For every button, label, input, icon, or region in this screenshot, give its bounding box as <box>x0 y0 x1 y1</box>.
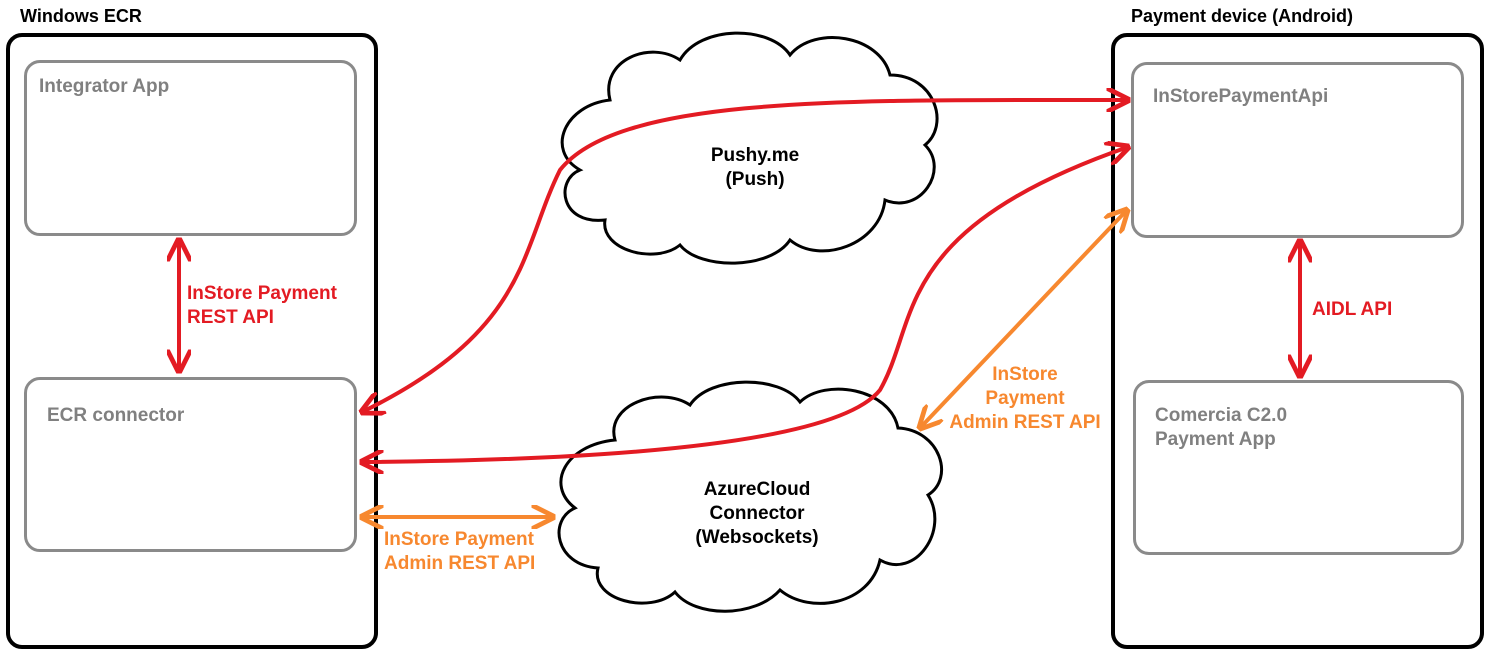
admin-right-line2: Payment <box>985 388 1065 409</box>
admin-right-line3: Admin REST API <box>949 412 1101 433</box>
ecr-connector-box <box>24 377 357 552</box>
rest-label-line2: REST API <box>187 307 274 328</box>
instore-payment-api-label: InStorePaymentApi <box>1153 86 1329 107</box>
payment-device-title: Payment device (Android) <box>1131 6 1354 26</box>
comercia-payment-app-label: Comercia C2.0 Payment App <box>1155 404 1287 452</box>
instore-rest-api-label: InStore Payment REST API <box>187 282 337 330</box>
admin-right-line1: InStore <box>992 364 1058 385</box>
pushy-label-line2: (Push) <box>725 169 785 190</box>
azure-label-line2: Connector <box>709 503 805 524</box>
aidl-api-label: AIDL API <box>1312 299 1393 320</box>
integrator-app-label: Integrator App <box>39 76 170 97</box>
admin-bottom-line2: Admin REST API <box>384 553 536 574</box>
admin-rest-api-right-label: InStore Payment Admin REST API <box>940 363 1110 435</box>
ecr-connector-label: ECR connector <box>47 405 185 426</box>
azure-label-line3: (Websockets) <box>695 527 819 548</box>
azure-instore-admin-arrow <box>920 210 1127 428</box>
comercia-label-line2: Payment App <box>1155 429 1276 450</box>
pushy-label: Pushy.me (Push) <box>690 144 820 192</box>
azurecloud-label: AzureCloud Connector (Websockets) <box>672 478 842 550</box>
windows-ecr-title: Windows ECR <box>20 6 142 26</box>
admin-rest-api-bottom-label: InStore Payment Admin REST API <box>384 528 535 576</box>
admin-bottom-line1: InStore Payment <box>384 529 534 550</box>
comercia-payment-app-box <box>1133 380 1464 555</box>
pushy-label-line1: Pushy.me <box>710 145 800 166</box>
rest-label-line1: InStore Payment <box>187 283 337 304</box>
azure-label-line1: AzureCloud <box>703 479 811 500</box>
comercia-label-line1: Comercia C2.0 <box>1155 405 1288 426</box>
